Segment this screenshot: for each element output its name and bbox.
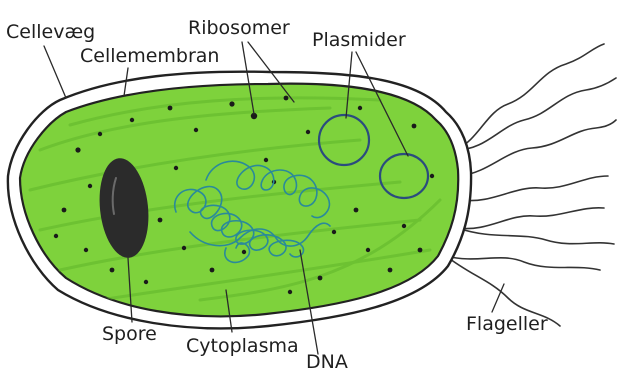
ribosome <box>430 174 434 178</box>
ribosome <box>210 268 215 273</box>
ribosome <box>284 96 289 101</box>
ribosome <box>54 234 58 238</box>
label-spore: Spore <box>102 323 157 345</box>
ribosome <box>144 280 148 284</box>
label-cell-membrane: Cellemembran <box>80 45 219 67</box>
label-cytoplasm: Cytoplasma <box>186 335 299 357</box>
label-dna: DNA <box>306 351 348 372</box>
ribosome <box>418 248 423 253</box>
ribosome <box>229 101 234 106</box>
ribosome <box>194 128 198 132</box>
label-ribosomes: Ribosomer <box>188 17 290 39</box>
ribosome <box>130 118 134 122</box>
ribosome <box>62 208 67 213</box>
ribosome <box>332 230 336 234</box>
flagellum <box>456 44 604 150</box>
ribosome <box>366 248 370 252</box>
ribosome <box>358 106 362 110</box>
ribosome <box>98 132 102 136</box>
leader-flagella <box>492 284 504 312</box>
ribosome <box>110 268 115 273</box>
ribosome <box>88 184 92 188</box>
flagellum <box>446 256 600 270</box>
ribosome <box>412 124 417 129</box>
ribosome <box>264 158 268 162</box>
ribosome <box>75 147 80 152</box>
label-plasmids: Plasmider <box>312 29 406 51</box>
ribosome <box>168 106 173 111</box>
ribosome <box>182 246 186 250</box>
flagellum <box>458 228 614 244</box>
flagellum <box>456 78 616 150</box>
flagellum <box>458 208 604 229</box>
ribosome <box>402 224 406 228</box>
ribosome <box>354 208 359 213</box>
ribosome <box>158 218 163 223</box>
ribosome <box>242 250 246 254</box>
cell-membrane <box>20 84 458 317</box>
leader-cell-wall <box>44 46 66 98</box>
ribosome <box>84 248 88 252</box>
ribosome <box>318 276 323 281</box>
ribosome <box>388 268 393 273</box>
ribosome <box>306 130 310 134</box>
flagellum <box>460 120 616 176</box>
flagellum <box>462 176 608 201</box>
label-cell-wall: Cellevæg <box>6 21 95 43</box>
label-flagella: Flageller <box>466 313 548 335</box>
ribosome <box>174 166 178 170</box>
ribosome <box>288 290 292 294</box>
